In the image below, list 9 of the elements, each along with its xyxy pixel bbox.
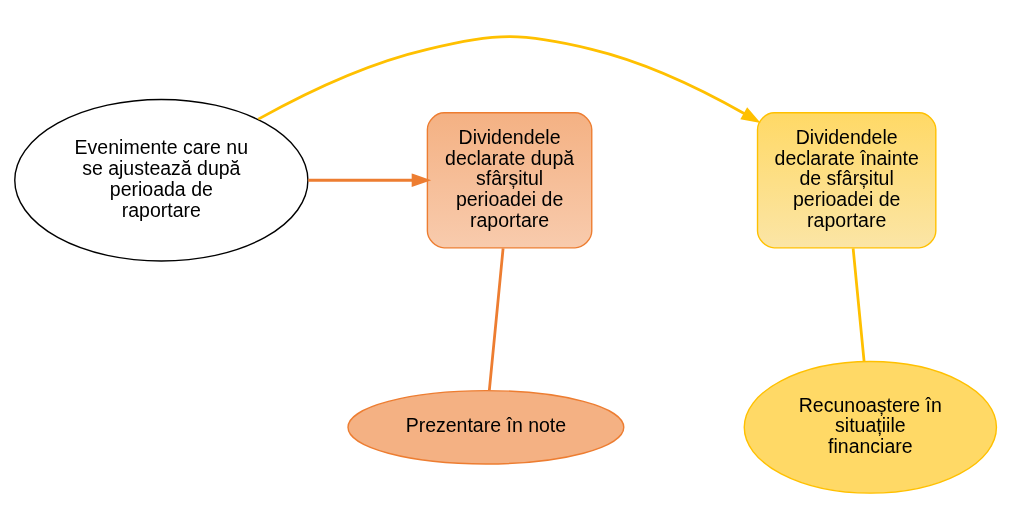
- node-box: Dividendele declarate după sfârșitul perioadei de raportare: [426, 112, 592, 249]
- node-ellipse: Recunoaștere în situațiile financiare: [743, 360, 997, 494]
- node-box: Dividendele declarate înainte de sfârșitul perioadei de raportare: [756, 112, 936, 249]
- connector: [487, 248, 504, 391]
- arrow: [307, 173, 431, 188]
- node-ellipse: Prezentare în note: [346, 389, 624, 465]
- connector: [851, 248, 865, 362]
- node-ellipse: Evenimente care nu se ajustează după perioada de raportare: [13, 98, 309, 262]
- arrow: [257, 35, 761, 124]
